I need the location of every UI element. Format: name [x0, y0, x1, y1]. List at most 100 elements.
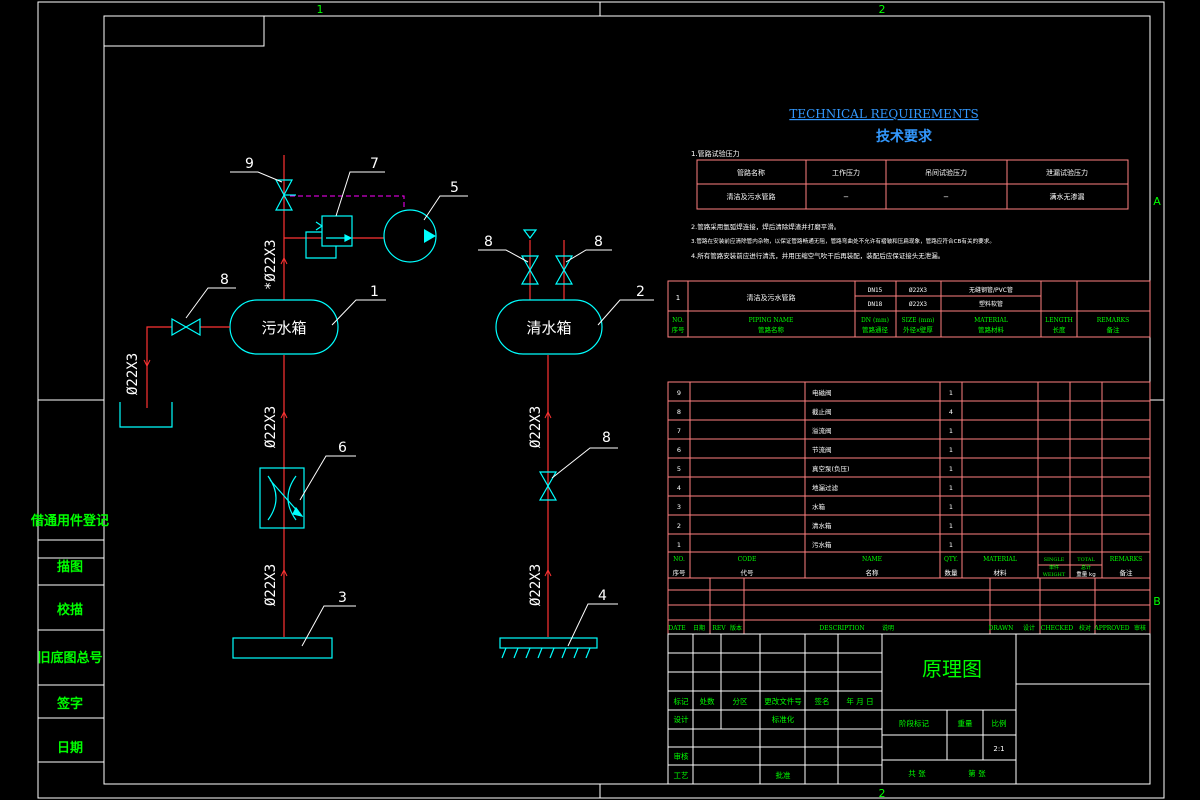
- piping-hdr-cn-4: 管路材料: [978, 325, 1005, 334]
- piping-hdr-en-1: PIPING NAME: [749, 317, 794, 324]
- tb-label-process: 工艺: [674, 771, 689, 780]
- callout-7: 7: [370, 156, 379, 172]
- piping-row-dn2: DN18: [868, 301, 883, 308]
- callout-8-clean-left: 8: [484, 234, 493, 250]
- piping-hdr-cn-3: 外径x壁厚: [903, 325, 933, 334]
- side-panel-title: 借通用件登记: [30, 513, 109, 529]
- parts-row-no: 2: [677, 522, 681, 530]
- valve-9-icon: [275, 179, 296, 211]
- parts-hdr-en-1: CODE: [738, 556, 757, 563]
- callout-2: 2: [636, 284, 645, 300]
- parts-row-name: 节流阀: [812, 445, 832, 454]
- zone-right-b: B: [1153, 595, 1161, 608]
- pipe-label-mid: Ø22X3: [263, 406, 279, 448]
- parts-row-no: 4: [677, 484, 681, 492]
- piping-row-mat2: 塑料软管: [979, 300, 1003, 308]
- parts-row-qty: 1: [949, 389, 953, 397]
- parts-row-no: 9: [677, 389, 681, 397]
- parts-row-qty: 1: [949, 522, 953, 530]
- pressure-cell-1: −: [843, 193, 849, 201]
- tb-weight: 重量: [958, 719, 973, 728]
- parts-row-qty: 1: [949, 503, 953, 511]
- drawing-title: 原理图: [922, 657, 982, 681]
- tech-title-en: TECHNICAL REQUIREMENTS: [789, 107, 978, 121]
- piping-hdr-cn-2: 管路通径: [862, 325, 889, 334]
- parts-hdr-en-2: NAME: [862, 556, 882, 563]
- parts-row-qty: 1: [949, 427, 953, 435]
- tech-item-3: 3.管路在安装前应清除管内杂物，以保证管路畅通无阻，管路弯曲处不允许有褶皱和压扁…: [691, 237, 995, 245]
- tb-label-standard: 标准化: [772, 714, 795, 724]
- parts-hdr-en-5: SINGLE: [1044, 557, 1065, 563]
- rev-hdr-8: CHECKED: [1041, 625, 1074, 632]
- tb-label-0: 标记: [674, 696, 689, 706]
- tb-label-1: 处数: [700, 696, 715, 706]
- callout-1: 1: [370, 284, 379, 300]
- callout-3: 3: [338, 590, 347, 606]
- piping-hdr-en-3: SIZE (mm): [902, 317, 935, 324]
- water-tank-3: [232, 637, 333, 659]
- piping-hdr-en-5: LENGTH: [1045, 317, 1073, 324]
- rev-hdr-9: 校对: [1079, 624, 1091, 632]
- tech-item-2: 2.管路采用氩弧焊连接，焊后清除焊渣并打磨平滑。: [691, 222, 840, 231]
- piping-row-name: 清洁及污水管路: [747, 293, 796, 302]
- drain-bucket: [119, 402, 173, 428]
- parts-row-name: 污水箱: [812, 540, 832, 549]
- parts-row-name: 真空泵(负压): [812, 464, 850, 473]
- parts-hdr-cn-2: 名称: [866, 568, 880, 577]
- pressure-header-1: 工作压力: [832, 168, 860, 177]
- tb-sheets-total: 共 张: [908, 769, 926, 778]
- piping-row-size1: Ø22X3: [909, 287, 927, 294]
- parts-weight-unit: 重量 kg: [1076, 570, 1095, 578]
- piping-hdr-en-6: REMARKS: [1097, 317, 1129, 324]
- piping-row-mat1: 无缝钢管/PVC管: [969, 286, 1013, 294]
- parts-row-name: 电磁阀: [812, 388, 832, 397]
- drawing-frame: [37, 1, 1165, 799]
- parts-hdr-weight: WEIGHT: [1043, 572, 1066, 578]
- pipe-label-low: Ø22X3: [263, 564, 279, 606]
- piping-row-dn1: DN15: [868, 287, 883, 294]
- callout-8-clean-lower: 8: [602, 430, 611, 446]
- parts-hdr-cn-3: 数量: [945, 568, 959, 577]
- side-panel-row-0: 描图: [57, 559, 83, 575]
- side-panel-row-1: 校描: [57, 602, 83, 618]
- tb-scale-value: 2:1: [993, 745, 1004, 753]
- piping-hdr-cn-0: 序号: [672, 325, 686, 334]
- piping-hdr-en-0: NO.: [672, 317, 684, 324]
- pressure-cell-3: 满水无渗漏: [1050, 192, 1085, 201]
- parts-row-no: 5: [677, 465, 681, 473]
- pipe-label-top: *Ø22X3: [263, 239, 279, 290]
- parts-hdr-cn-7: 备注: [1120, 568, 1134, 577]
- pump-5-icon: [383, 209, 437, 263]
- parts-hdr-cn-0: 序号: [673, 568, 687, 577]
- pilot-line: [290, 195, 405, 210]
- parts-row-no: 6: [677, 446, 681, 454]
- rev-hdr-5: 说明: [882, 624, 894, 632]
- side-panel-row-4: 日期: [57, 741, 83, 756]
- rev-hdr-2: REV: [712, 625, 726, 632]
- dirty-tank-label: 污水箱: [261, 319, 306, 337]
- side-panel-row-3: 签字: [56, 696, 83, 712]
- callout-4: 4: [598, 588, 607, 604]
- rev-hdr-10: APPROVED: [1093, 625, 1129, 632]
- valve-8-clean-lower-icon: [538, 471, 558, 501]
- tb-sheet-no: 第 张: [968, 768, 986, 778]
- callout-6: 6: [338, 440, 347, 456]
- parts-row-qty: 1: [949, 465, 953, 473]
- tb-label-4: 签名: [815, 696, 830, 706]
- pressure-cell-2: −: [943, 193, 949, 201]
- side-panel: [38, 399, 104, 763]
- side-panel-row-2: 旧底图总号: [37, 650, 102, 666]
- rev-hdr-7: 设计: [1023, 624, 1035, 632]
- tb-label-design: 设计: [674, 714, 689, 724]
- parts-row-no: 8: [677, 408, 681, 416]
- floor-drain-4: [499, 637, 598, 659]
- parts-hdr-en-6: TOTAL: [1077, 557, 1095, 563]
- parts-hdr-en-4: MATERIAL: [983, 556, 1017, 563]
- parts-row-name: 截止阀: [812, 407, 832, 416]
- tech-item-1: 1.管路试验压力: [691, 149, 740, 158]
- parts-row-name: 水箱: [812, 502, 826, 511]
- parts-row-qty: 1: [949, 446, 953, 454]
- tech-item-4: 4.所有管路安装前应进行清洗，并用压缩空气吹干后再装配，装配后应保证接头无泄漏。: [691, 251, 944, 260]
